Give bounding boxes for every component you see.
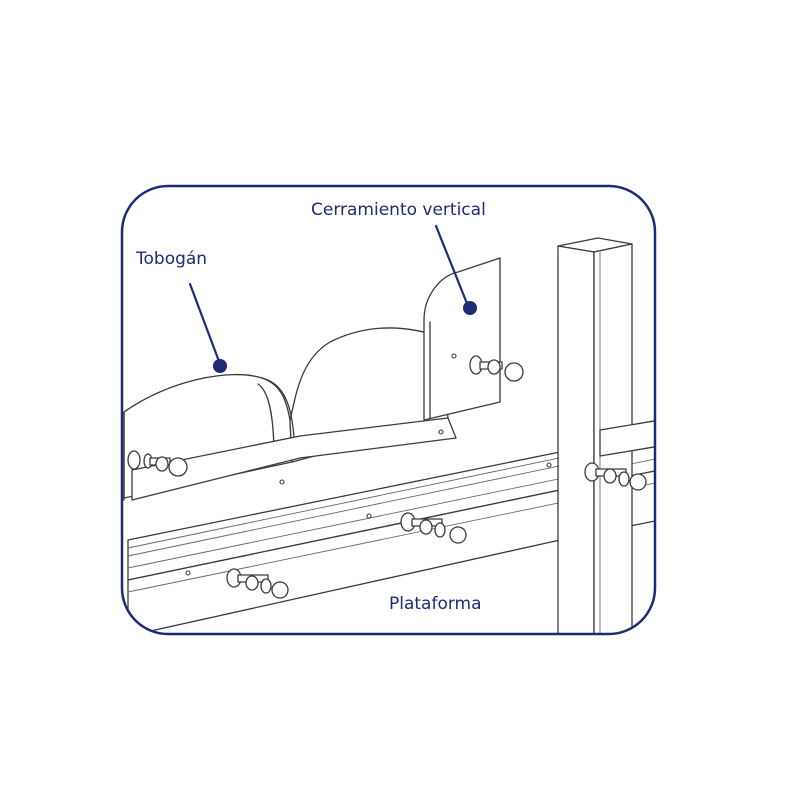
callout-dot-slide (213, 359, 227, 373)
drawing-area (123, 237, 655, 634)
slide-part (123, 327, 457, 501)
bolt-post (584, 462, 647, 491)
callout-dot-vertical-enclosure (463, 301, 477, 315)
bolt-slide-left (127, 450, 188, 477)
vertical-enclosure-panel (423, 257, 501, 421)
leader-slide (188, 282, 222, 366)
back-rail (599, 419, 655, 457)
leader-vertical-enclosure (434, 224, 470, 308)
bolt-enclosure (469, 355, 524, 382)
label-vertical-enclosure: Cerramiento vertical (311, 200, 486, 220)
label-platform: Plataforma (389, 594, 482, 614)
bolt-beam-left (226, 568, 289, 599)
callout-frame (120, 184, 657, 636)
label-slide: Tobogán (135, 249, 207, 269)
bolt-beam-middle (400, 512, 467, 544)
